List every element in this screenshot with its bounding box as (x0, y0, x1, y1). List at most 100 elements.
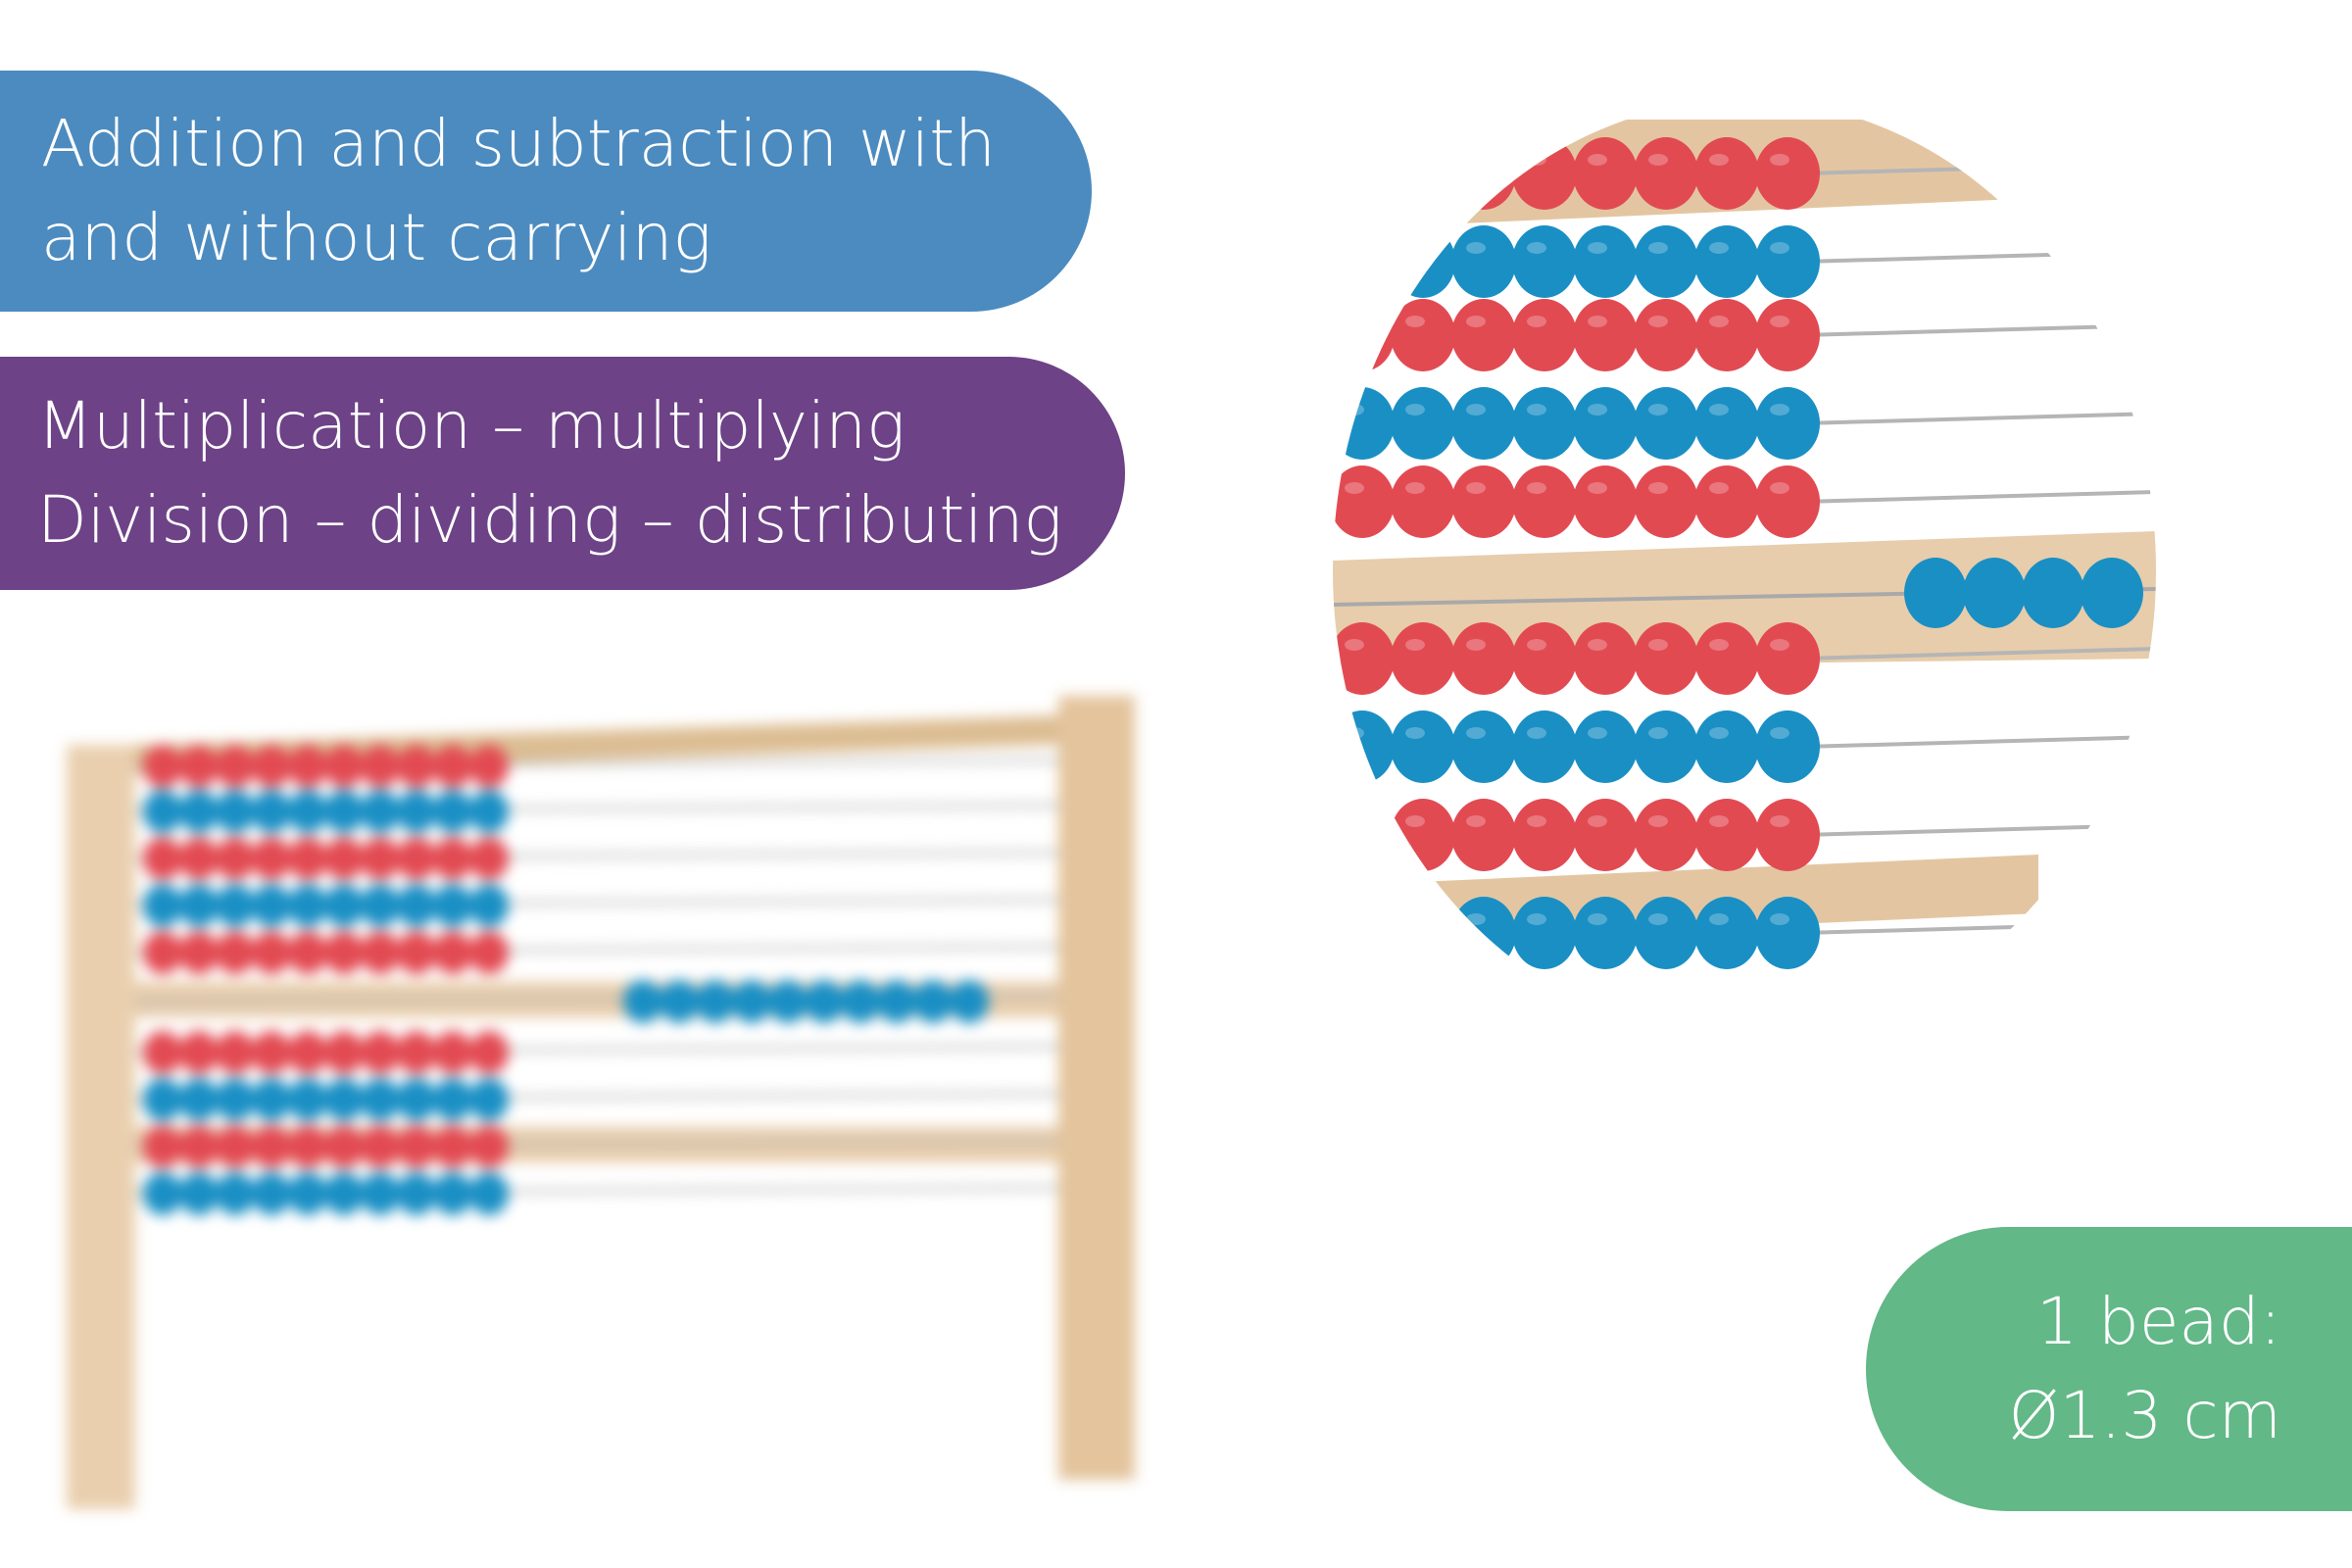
rod-wire (1802, 412, 2156, 425)
abacus-bead (179, 931, 219, 974)
abacus-bead (361, 1078, 400, 1121)
bead-highlight (1648, 815, 1668, 827)
zoom-bead (1512, 897, 1577, 969)
zoom-bead (1512, 622, 1577, 695)
zoom-view (1333, 100, 2156, 1041)
abacus-bead (143, 884, 182, 927)
bead-highlight (1709, 913, 1729, 925)
zoom-bead (1694, 387, 1759, 460)
zoom-bead (1694, 622, 1759, 695)
abacus-bead (469, 1031, 509, 1074)
bead-highlight (1466, 815, 1486, 827)
zoom-bead (1512, 387, 1577, 460)
abacus-bead (324, 884, 364, 927)
abacus-bead (216, 931, 255, 974)
abacus-bead (252, 837, 291, 880)
abacus-bead (469, 931, 509, 974)
abacus-bead (805, 980, 844, 1023)
abacus-bead (324, 745, 364, 788)
abacus-bead (469, 745, 509, 788)
abacus-bead (252, 931, 291, 974)
badge-line-1: Addition and subtraction with (41, 106, 996, 181)
zoom-bead (1333, 387, 1395, 460)
abacus-bead (397, 837, 436, 880)
abacus-bead (216, 837, 255, 880)
abacus-bead (696, 980, 735, 1023)
zoom-bead (1573, 622, 1638, 695)
abacus-bead (660, 980, 699, 1023)
abacus-bead (324, 931, 364, 974)
zoom-bead (1391, 466, 1455, 538)
zoom-bead (1451, 799, 1516, 871)
zoom-bead (1755, 799, 1820, 871)
abacus-bead (324, 1172, 364, 1215)
zoom-bead (1512, 299, 1577, 371)
zoom-bead (2022, 558, 2084, 628)
frame-right-post (1058, 696, 1135, 1480)
bead-highlight (1770, 482, 1789, 494)
bead-highlight (1709, 154, 1729, 166)
bead-highlight (1770, 815, 1789, 827)
zoom-bead (1634, 897, 1698, 969)
abacus-bead (361, 1031, 400, 1074)
bead-highlight (1405, 154, 1425, 166)
bead-highlight (1466, 913, 1486, 925)
bead-highlight (1588, 913, 1607, 925)
bead-highlight (1405, 913, 1425, 925)
bead-highlight (1466, 154, 1486, 166)
abacus-bead (288, 837, 327, 880)
zoom-bead (1391, 387, 1455, 460)
abacus-bead (950, 980, 989, 1023)
zoom-bead (1634, 225, 1698, 298)
bead-highlight (1345, 913, 1364, 925)
zoom-bead (1573, 710, 1638, 783)
zoom-bead (1573, 299, 1638, 371)
abacus-bead (324, 1031, 364, 1074)
abacus-bead (252, 790, 291, 833)
abacus-bead (397, 1078, 436, 1121)
abacus-detail-icon (1333, 80, 2156, 1060)
zoom-bead (1391, 897, 1455, 969)
abacus-bead (623, 980, 662, 1023)
zoom-bead (1634, 387, 1698, 460)
abacus-rod (134, 931, 1059, 974)
abacus-bead (361, 931, 400, 974)
bead-highlight (1709, 639, 1729, 651)
zoom-bead (1512, 137, 1577, 210)
zoom-bead (1634, 799, 1698, 871)
bead-highlight (1709, 727, 1729, 739)
bead-highlight (1405, 316, 1425, 327)
abacus-bead (179, 1078, 219, 1121)
bead-highlight (1588, 815, 1607, 827)
abacus-bead (768, 980, 808, 1023)
bead-highlight (1466, 316, 1486, 327)
abacus-rod (134, 1031, 1059, 1074)
zoom-rod (1333, 622, 2156, 695)
abacus-bead (361, 790, 400, 833)
zoom-bead (1451, 622, 1516, 695)
abacus-bead (252, 1172, 291, 1215)
bead-highlight (1588, 242, 1607, 254)
bead-highlight (1466, 482, 1486, 494)
bead-highlight (1345, 482, 1364, 494)
abacus-bead (732, 980, 771, 1023)
abacus-bead (143, 790, 182, 833)
bead-highlight (1527, 639, 1546, 651)
bead-highlight (1588, 154, 1607, 166)
bead-highlight (1770, 154, 1789, 166)
abacus-bead (324, 790, 364, 833)
bead-highlight (1588, 639, 1607, 651)
badge-line-2: Division – dividing – distributing (37, 482, 1063, 558)
zoom-bead (1451, 897, 1516, 969)
bead-highlight (1648, 316, 1668, 327)
abacus-zoom-illustration (1333, 100, 2156, 1041)
zoom-bead (1333, 622, 1395, 695)
abacus-bead (216, 1031, 255, 1074)
bead-highlight (1648, 639, 1668, 651)
abacus-bead (433, 1078, 472, 1121)
abacus-bead (469, 1172, 509, 1215)
bead-size-badge: 1 bead: Ø1.3 cm (1866, 1227, 2352, 1511)
abacus-bead (288, 1172, 327, 1215)
bead-highlight (1588, 482, 1607, 494)
